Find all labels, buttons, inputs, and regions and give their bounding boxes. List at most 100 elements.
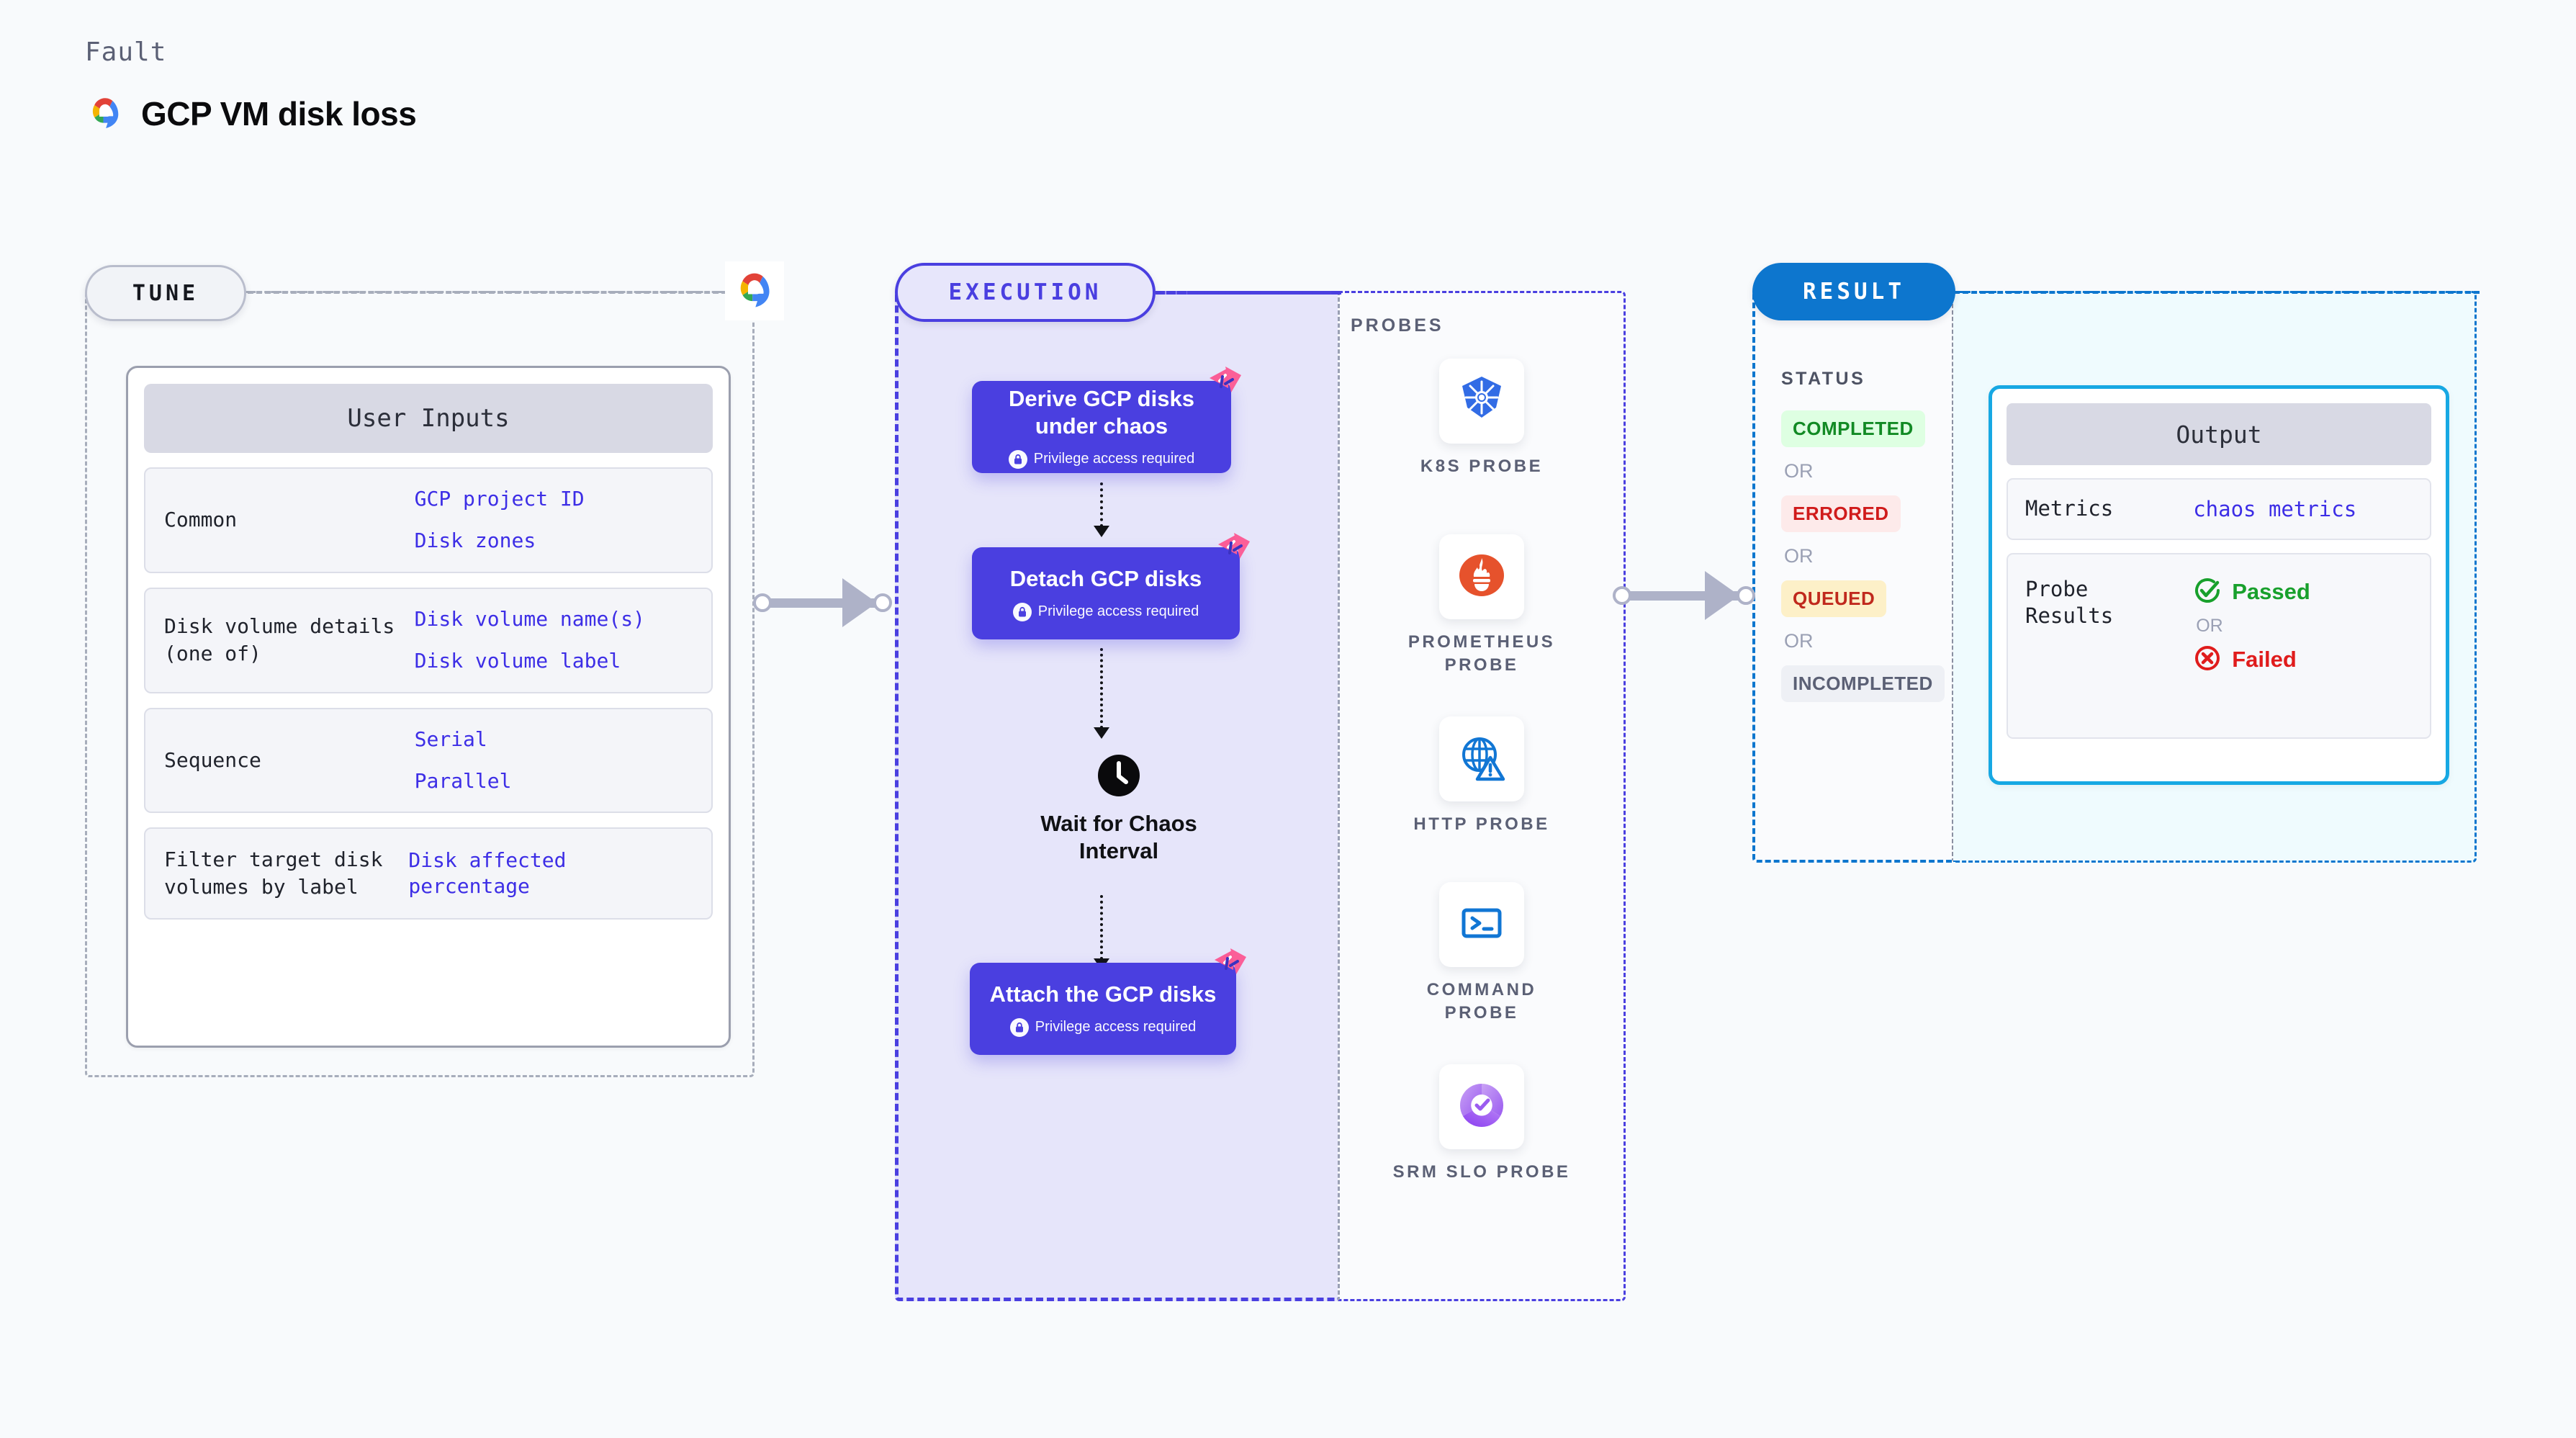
page-kicker: Fault (85, 37, 167, 67)
probe-label: K8S PROBE (1420, 457, 1544, 476)
status-badge-errored[interactable]: ERRORED (1781, 495, 1901, 532)
check-circle-icon (2193, 576, 2222, 608)
user-inputs-card: User Inputs Common GCP project ID Disk z… (126, 366, 731, 1048)
stage-badge-tune[interactable]: TUNE (85, 265, 246, 321)
input-row-disk-volume-details[interactable]: Disk volume details (one of) Disk volume… (144, 587, 713, 693)
status-or-separator: OR (1784, 630, 1814, 652)
flow-arrow-2 (1100, 648, 1103, 729)
input-row-key: Common (164, 508, 238, 532)
output-row-key: Probe Results (2025, 576, 2114, 629)
probe-prometheus[interactable]: PROMETHEUS PROBE (1388, 534, 1575, 678)
execution-wait-node[interactable]: Wait for Chaos Interval (1004, 753, 1234, 865)
probe-http[interactable]: HTTP PROBE (1388, 716, 1575, 836)
stage-badge-execution[interactable]: EXECUTION (895, 263, 1156, 322)
execution-step-note-text: Privilege access required (1033, 451, 1195, 467)
output-row-probe-results[interactable]: Probe Results Passed OR (2007, 552, 2431, 739)
output-title: Output (2007, 403, 2431, 465)
probe-result-passed: Passed (2193, 576, 2310, 608)
lock-icon (1008, 449, 1027, 469)
flow-arrow-3 (1100, 895, 1103, 960)
input-row-values: Serial Parallel (415, 727, 512, 795)
input-row-key: Sequence (164, 748, 261, 773)
result-dashed-connector (1954, 291, 2480, 294)
probe-label: PROMETHEUS PROBE (1408, 632, 1556, 675)
http-globe-warning-icon (1456, 732, 1508, 787)
lock-icon (1012, 602, 1032, 621)
probe-tile (1439, 534, 1524, 619)
probe-result-failed-label: Failed (2232, 647, 2297, 673)
lock-icon (1009, 1017, 1029, 1037)
input-value-link[interactable]: Disk zones (414, 529, 536, 553)
input-value-link[interactable]: GCP project ID (414, 487, 585, 511)
execution-step-note-text: Privilege access required (1035, 1019, 1197, 1035)
output-row-key: Metrics (2025, 496, 2114, 521)
probe-label: HTTP PROBE (1413, 814, 1550, 834)
execution-step-title: Detach GCP disks (1009, 566, 1202, 592)
probe-result-or: OR (2196, 615, 2223, 636)
page-header: Fault GCP VM disk loss (85, 37, 417, 133)
input-value-link[interactable]: Serial (414, 727, 487, 751)
probe-result-failed: Failed (2193, 644, 2310, 676)
probe-tile (1439, 1064, 1524, 1149)
probe-tile (1439, 882, 1524, 967)
page-title: GCP VM disk loss (141, 95, 417, 132)
page-title-row: GCP VM disk loss (85, 94, 417, 133)
input-row-values: GCP project ID Disk zones (415, 486, 585, 554)
flow-arrow-head-2 (1094, 727, 1109, 739)
tune-dashed-connector (248, 291, 744, 294)
probe-k8s[interactable]: K8S PROBE (1388, 359, 1575, 478)
execution-step-derive-disks[interactable]: Derive GCP disks under chaos Privilege a… (972, 367, 1241, 473)
flow-arrow-head-1 (1094, 526, 1109, 537)
flow-arrow-1 (1100, 482, 1103, 527)
probe-result-values: Passed OR Failed (2193, 576, 2310, 676)
prometheus-icon (1455, 549, 1508, 606)
user-inputs-title: User Inputs (144, 384, 713, 453)
status-badge-incompleted[interactable]: INCOMPLETED (1781, 665, 1945, 702)
output-metrics-link[interactable]: chaos metrics (2193, 496, 2357, 521)
execution-wait-label: Wait for Chaos Interval (1040, 811, 1197, 863)
srm-slo-icon (1455, 1079, 1508, 1136)
probe-srm-slo[interactable]: SRM SLO PROBE (1388, 1064, 1575, 1184)
input-row-values: Disk volume name(s) Disk volume label (415, 606, 645, 675)
input-row-common[interactable]: Common GCP project ID Disk zones (144, 467, 713, 573)
execution-step-privilege-note: Privilege access required (1009, 1017, 1197, 1037)
probe-label: COMMAND PROBE (1426, 980, 1537, 1023)
probe-tile (1439, 716, 1524, 801)
input-value-link[interactable]: Disk affected percentage (408, 848, 567, 899)
clock-icon (1096, 753, 1141, 801)
execution-step-privilege-note: Privilege access required (1012, 602, 1199, 621)
status-badge-completed[interactable]: COMPLETED (1781, 410, 1925, 447)
probe-label: SRM SLO PROBE (1392, 1162, 1571, 1182)
probe-command[interactable]: COMMAND PROBE (1388, 882, 1575, 1025)
terminal-icon (1456, 898, 1507, 952)
stage-badge-result[interactable]: RESULT (1752, 263, 1955, 320)
input-row-filter-by-label[interactable]: Filter target disk volumes by label Disk… (144, 827, 713, 920)
status-or-separator: OR (1784, 545, 1814, 567)
input-value-link[interactable]: Disk volume name(s) (414, 606, 645, 631)
execution-step-title: Attach the GCP disks (989, 981, 1217, 1007)
probe-result-passed-label: Passed (2232, 579, 2310, 605)
status-or-separator: OR (1784, 460, 1814, 482)
probes-heading: PROBES (1351, 315, 1444, 336)
probe-tile (1439, 359, 1524, 444)
kubernetes-icon (1455, 373, 1508, 430)
execution-step-privilege-note: Privilege access required (1008, 449, 1195, 469)
input-value-link[interactable]: Parallel (414, 768, 512, 793)
input-row-values: Disk affected percentage (408, 848, 693, 900)
input-row-sequence[interactable]: Sequence Serial Parallel (144, 707, 713, 814)
status-badge-queued[interactable]: QUEUED (1781, 580, 1887, 617)
status-badge-list: COMPLETED OR ERRORED OR QUEUED OR INCOMP… (1781, 410, 1945, 702)
status-heading: STATUS (1781, 369, 1866, 389)
status-panel (1752, 291, 1954, 863)
execution-dashed-connector (1156, 291, 1341, 295)
input-value-link[interactable]: Disk volume label (414, 649, 621, 673)
gcp-provider-icon (725, 261, 784, 320)
output-card: Output Metrics chaos metrics Probe Resul… (1989, 385, 2449, 785)
input-row-key: Disk volume details (one of) (164, 614, 395, 666)
execution-step-title: Derive GCP disks under chaos (1009, 386, 1194, 439)
output-row-metrics[interactable]: Metrics chaos metrics (2007, 478, 2431, 540)
gcp-logo-icon (85, 96, 125, 131)
input-row-key: Filter target disk volumes by label (164, 848, 383, 899)
execution-step-attach-disks[interactable]: Attach the GCP disks Privilege access re… (970, 948, 1246, 1055)
execution-step-detach-disks[interactable]: Detach GCP disks Privilege access requir… (972, 533, 1250, 639)
